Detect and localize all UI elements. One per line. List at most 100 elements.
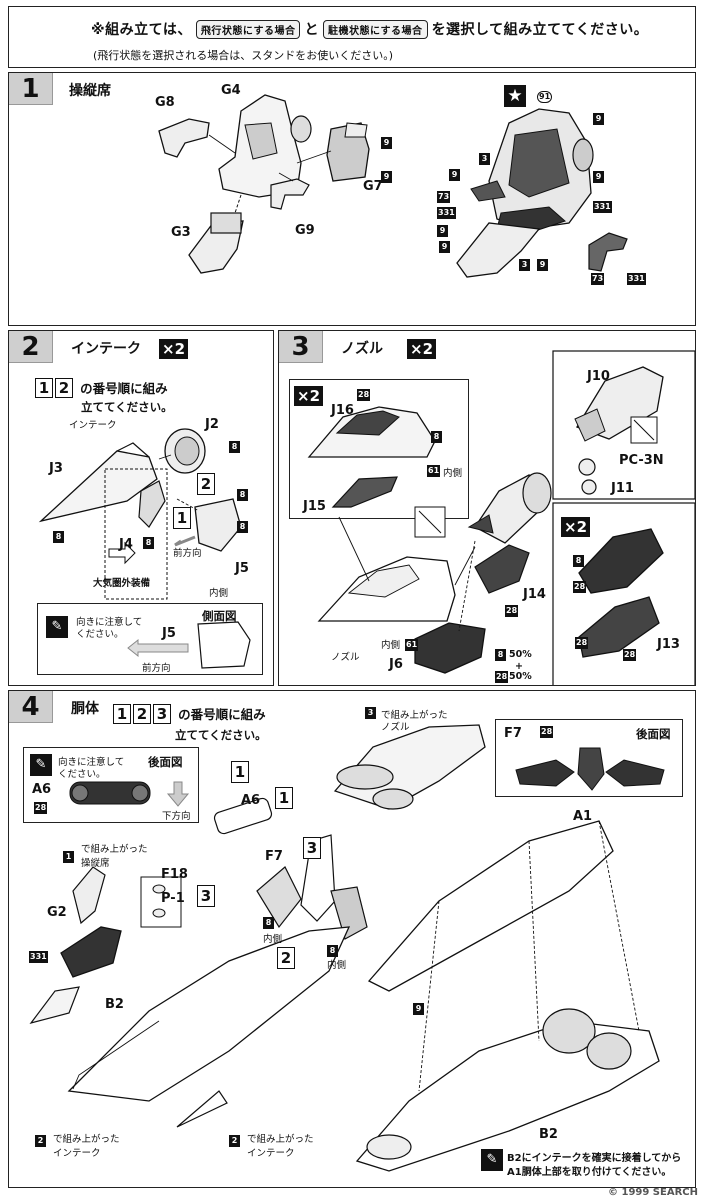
callout-text: ください。 xyxy=(76,629,124,640)
label-j15: J15 xyxy=(303,499,326,514)
label-g8: G8 xyxy=(155,95,175,110)
step3-panel: 3 ノズル ×2 ×2 J16 J15 J14 J6 J10 J11 PC xyxy=(278,330,696,686)
step1-number: 1 xyxy=(9,73,53,105)
order-num: 3 xyxy=(153,703,171,724)
paint-code: 9 xyxy=(449,169,460,181)
paint-code: 1 xyxy=(63,851,74,863)
callout-text: 向きに注意して xyxy=(76,617,143,628)
paint-code: 2 xyxy=(35,1135,46,1147)
label-g3: G3 xyxy=(171,225,191,240)
final-note: A1胴体上部を取り付けてください。 xyxy=(507,1167,672,1178)
order-text: 立ててください。 xyxy=(175,728,267,742)
step-box: 3 xyxy=(303,837,321,859)
side-view-caption: 側面図 xyxy=(202,609,237,623)
multiplier-badge: ×2 xyxy=(407,339,437,359)
label-j14: J14 xyxy=(523,587,546,602)
paint-code: 28 xyxy=(357,389,371,401)
paint-code: 8 xyxy=(229,441,240,453)
f7-callout: F7 28 後面図 xyxy=(495,719,683,797)
step-box: 1 xyxy=(275,787,293,809)
equip-caption: 大気圏外装備 xyxy=(93,578,151,589)
inside-caption: 内側 xyxy=(209,588,229,599)
step2-number: 2 xyxy=(9,331,53,363)
inside-caption: 内側 xyxy=(327,960,347,971)
step2-drawing xyxy=(38,428,242,600)
header-text-mid: と xyxy=(304,22,319,38)
callout-text: 向きに注意して xyxy=(58,757,125,768)
label-b2: B2 xyxy=(539,1127,558,1142)
final-note: B2にインテークを確実に接着してから xyxy=(507,1153,682,1164)
step3-drawing xyxy=(307,350,695,685)
label-j16: J16 xyxy=(331,403,354,418)
paint-code: 28 xyxy=(575,637,589,649)
a6-callout: ✎ 向きに注意して ください。 後面図 A6 28 下方向 xyxy=(23,747,199,823)
paint-code: 73 xyxy=(591,273,605,285)
paint-code: 28 xyxy=(540,726,554,738)
watermark: © 1999 SEARCH xyxy=(608,1187,698,1198)
paint-code: 73 xyxy=(437,191,451,203)
step-box: 3 xyxy=(197,885,215,907)
label-g9: G9 xyxy=(295,223,315,238)
label-pc3n: PC-3N xyxy=(619,453,664,468)
step1-title: 操縦席 xyxy=(69,83,111,99)
paint-code: 8 xyxy=(53,531,64,543)
step4-number: 4 xyxy=(9,691,53,723)
label-f18: F18 xyxy=(161,867,188,882)
paint-code: 9 xyxy=(439,241,450,253)
label-f7: F7 xyxy=(504,726,522,741)
label-j4: J4 xyxy=(119,537,133,552)
paint-code: 61 xyxy=(427,465,441,477)
paint-code: 9 xyxy=(537,259,548,271)
multiplier-badge: ×2 xyxy=(561,517,591,537)
mix-percent: 50% xyxy=(509,649,532,660)
inside-caption: 内側 xyxy=(381,640,401,651)
intake-note: で組み上がった xyxy=(53,1134,120,1145)
paint-code: 9 xyxy=(381,171,392,183)
header-line2: (飛行状態を選択される場合は、スタンドをお使いください。) xyxy=(93,49,394,62)
multiplier-badge: ×2 xyxy=(294,386,324,406)
brush-icon: ✎ xyxy=(30,754,52,776)
label-j6: J6 xyxy=(389,657,403,672)
header-text-post: を選択して組み立ててください。 xyxy=(431,22,649,38)
paint-code: 28 xyxy=(505,605,519,617)
order-num: 2 xyxy=(55,377,73,398)
label-g4: G4 xyxy=(221,83,241,98)
label-a6: A6 xyxy=(32,782,52,797)
order-num: 2 xyxy=(133,703,151,724)
paint-code: 8 xyxy=(431,431,442,443)
label-g2: G2 xyxy=(47,905,67,920)
callout-text: ください。 xyxy=(58,769,106,780)
instruction-header: ※組み立ては、飛行状態にする場合と駐機状態にする場合を選択して組み立ててください… xyxy=(8,6,696,68)
order-text: の番号順に組み xyxy=(178,707,266,722)
multiplier-badge: ×2 xyxy=(159,339,189,359)
paint-code: 28 xyxy=(623,649,637,661)
rear-view-caption: 後面図 xyxy=(636,727,671,741)
paint-code: 3 xyxy=(479,153,490,165)
cockpit-note: で組み上がった xyxy=(81,844,148,855)
intake-note: インテーク xyxy=(53,1148,101,1159)
paint-code: 331 xyxy=(437,207,456,219)
label-j5: J5 xyxy=(235,561,249,576)
paint-code: 8 xyxy=(237,489,248,501)
label-j13: J13 xyxy=(657,637,680,652)
step-box: 1 xyxy=(173,507,191,529)
a6-drawing xyxy=(69,781,190,807)
paint-code: 8 xyxy=(573,555,584,567)
order-text: 立ててください。 xyxy=(81,400,173,414)
cockpit-note: 操縦席 xyxy=(81,858,110,869)
paint-code: 8 xyxy=(263,917,274,929)
step3-number: 3 xyxy=(279,331,323,363)
callout-drawing xyxy=(127,621,251,669)
paint-code: 2 xyxy=(229,1135,240,1147)
label-j3: J3 xyxy=(49,461,63,476)
nozzle-note: ノズル xyxy=(381,722,410,733)
label-j11: J11 xyxy=(611,481,634,496)
intake-caption: インテーク xyxy=(69,420,117,431)
flight-mode-pill: 飛行状態にする場合 xyxy=(195,20,301,39)
down-caption: 下方向 xyxy=(162,811,191,822)
paint-code: 331 xyxy=(29,951,48,963)
step2-callout: ✎ 向きに注意して ください。 J5 前方向 側面図 xyxy=(37,603,263,675)
paint-code: 9 xyxy=(593,171,604,183)
paint-code: 61 xyxy=(405,639,419,651)
